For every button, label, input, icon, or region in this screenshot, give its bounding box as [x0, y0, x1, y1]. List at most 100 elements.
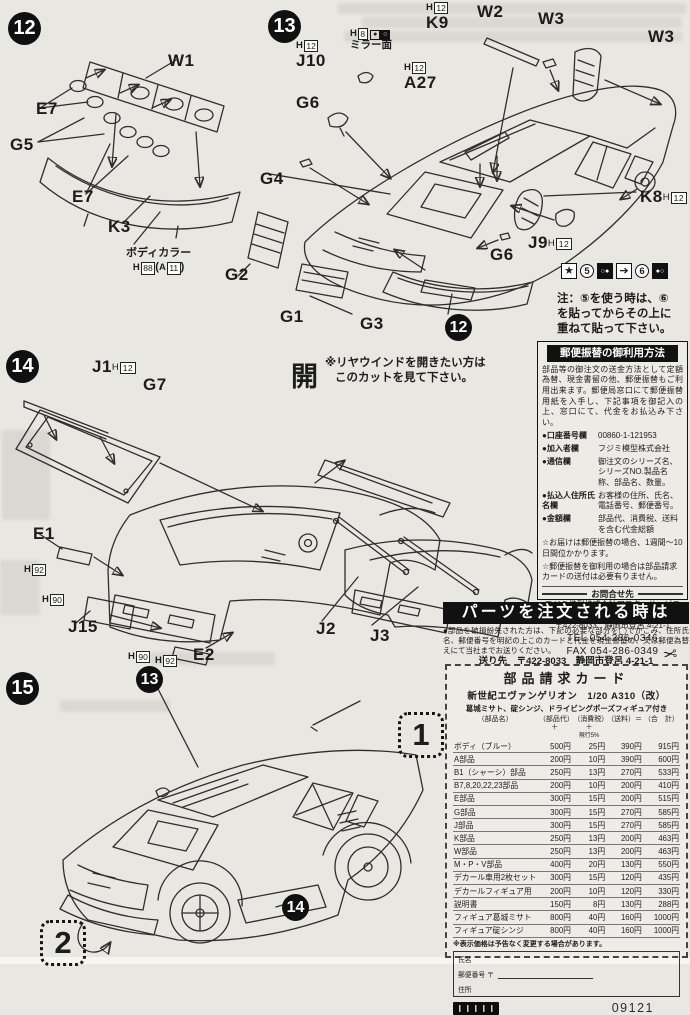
part-price: 915円	[642, 739, 680, 754]
part-price: 200円	[537, 779, 572, 793]
part-price: 40円	[571, 924, 607, 938]
scissors-icon: ✂	[661, 644, 679, 665]
part-label-w3b: W3	[648, 27, 675, 46]
part-label-g2: G2	[225, 265, 249, 284]
step12-diagram-svg	[37, 59, 241, 245]
order-box-body: ●部品を破損紛失された方は、下記の必要な部分を◯でかこみ、住所氏名、郵便番号を明…	[443, 626, 689, 655]
open-kanji: 開	[291, 362, 318, 392]
postal-note: ☆郵便振替を御利用の場合は部品請求カードの送付は必要有りません。	[542, 561, 678, 582]
part-price: 13円	[571, 844, 607, 859]
part-label-g6: G6	[296, 93, 320, 112]
part-name: デカール車用2枚セット	[453, 871, 538, 886]
showthrough-text	[60, 700, 170, 712]
postal-transfer-box: 郵便振替の御利用方法 部品等の御注文の送金方法として定額為替、現金書留の他、郵便…	[537, 341, 688, 657]
part-price: 250円	[537, 765, 572, 780]
part-price: 10円	[571, 779, 607, 793]
part-price: 160円	[606, 924, 643, 938]
part-price: 200円	[537, 884, 572, 899]
part-price: 130円	[606, 897, 643, 912]
part-label-w1: W1	[168, 51, 195, 70]
part-price: 390円	[606, 752, 643, 767]
showthrough-text	[362, 17, 682, 28]
postal-note: ☆お届けは郵便振替の場合、1週間～10日間位かかります。	[542, 538, 683, 558]
step14-badge: 14	[6, 350, 39, 383]
part-label-j10: J10	[296, 51, 326, 71]
showthrough-text	[150, 652, 275, 665]
sticker-note: 注：⑤を使う時は、⑥ を貼ってからその上に 重ねて貼って下さい。	[557, 293, 672, 335]
step13-badge: 13	[268, 10, 301, 43]
col-header: （部品代）＋	[538, 716, 571, 732]
part-name: B1（シャーシ）部品	[453, 765, 538, 780]
contact-tel: TEL 054-286-0346	[566, 632, 659, 644]
part-name: フィギュア碇シンジ	[453, 924, 538, 938]
card-title: 部品請求カード	[503, 671, 630, 686]
part-price: 300円	[537, 818, 572, 833]
customer-form: 氏名 郵便番号 〒 住所	[453, 951, 680, 998]
postal-item-label: ●口座番号欄	[542, 430, 587, 440]
part-price: 13円	[571, 765, 607, 780]
step13-ref-badge: 13	[136, 666, 163, 693]
step15-diagram-svg	[59, 684, 424, 955]
part-price: 160円	[606, 910, 643, 925]
part-label-g5: G5	[10, 135, 34, 154]
part-price: 300円	[537, 792, 572, 806]
part-name: E部品	[453, 792, 538, 806]
postal-box-title: 郵便振替の御利用方法	[547, 345, 678, 362]
postal-field-label: 郵便番号 〒	[458, 972, 494, 980]
part-price: 585円	[642, 805, 680, 820]
postal-item-value: 御注文のシリーズ名、シリーズNO.製品名称、部品名、数量。	[598, 456, 678, 487]
part-price: 800円	[537, 910, 572, 925]
part-price: 200円	[606, 831, 643, 846]
parts-header-row: （部品名） （部品代）＋ （消費税）＋現行5% （送料）＝ （合 計）	[453, 716, 680, 740]
part-price: 150円	[537, 897, 572, 912]
sticker6-number: 6	[635, 264, 649, 278]
part-price: 330円	[642, 884, 680, 899]
part-name: K部品	[453, 831, 538, 846]
col-header: （合 計）	[643, 716, 679, 723]
part-price: 20円	[571, 858, 607, 872]
col-header: （部品名）	[477, 716, 513, 723]
part-price: 13円	[571, 831, 607, 846]
part-price: 390円	[606, 739, 643, 754]
part-price: 300円	[537, 805, 572, 820]
part-price: 130円	[606, 858, 643, 872]
part-price: 500円	[537, 739, 572, 754]
part-label-k9: K9	[426, 13, 449, 33]
part-price: 10円	[571, 752, 607, 767]
postal-item-label: ●金額欄	[542, 514, 571, 524]
part-label-g4: G4	[260, 169, 284, 188]
part-label-w2: W2	[477, 2, 504, 21]
step15-badge: 15	[6, 672, 39, 705]
showthrough-text	[344, 31, 682, 42]
postal-item-value: 00860-1-121953	[598, 430, 657, 440]
page-bottom-margin	[0, 957, 690, 964]
step14-open-hatch-svg	[314, 459, 533, 638]
part-price: 270円	[606, 765, 643, 780]
part-label-j3: J3	[370, 626, 390, 645]
sticker6-icon: ●○	[652, 263, 668, 279]
contact-fax: FAX 054-286-0349	[566, 645, 659, 657]
part-name: J部品	[453, 818, 538, 833]
part-price: 15円	[571, 792, 607, 806]
sticker5-icon: ○●	[597, 263, 613, 279]
part-price: 1000円	[642, 910, 680, 925]
part-price: 270円	[606, 805, 643, 820]
